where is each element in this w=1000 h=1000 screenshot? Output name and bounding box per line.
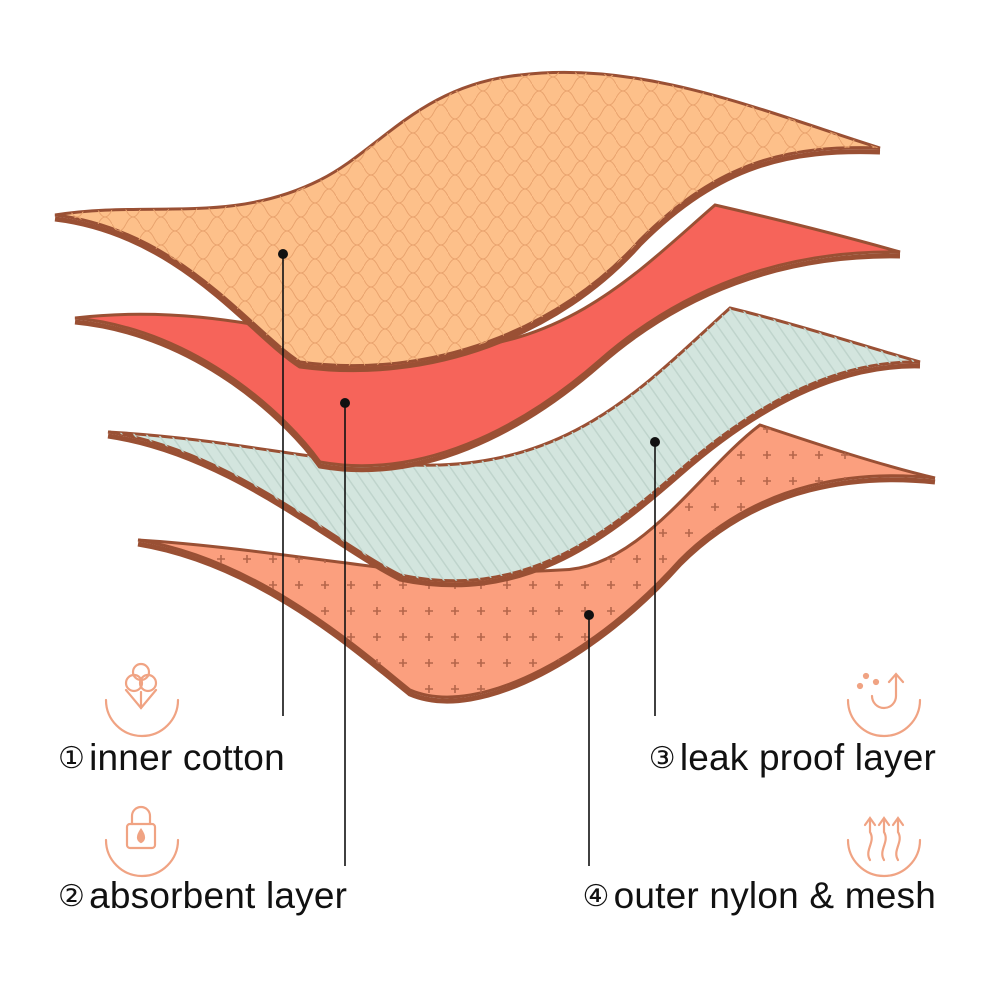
- leak-proof-layer: [107, 306, 921, 588]
- label-marker: ②: [58, 880, 86, 913]
- cotton-flower-icon: [104, 662, 180, 738]
- label-marker: ④: [582, 880, 610, 913]
- breathable-airflow-icon: [846, 816, 922, 878]
- label-marker: ①: [58, 742, 86, 775]
- label-text: inner cotton: [89, 737, 285, 778]
- label-text: outer nylon & mesh: [613, 875, 936, 916]
- pointer-leak-proof: [650, 437, 660, 716]
- label-text: absorbent layer: [89, 875, 348, 916]
- pointer-inner-cotton: [278, 249, 288, 716]
- label-text: leak proof layer: [679, 737, 936, 778]
- lock-droplet-icon: [104, 805, 180, 878]
- moisture-wicking-icon: [846, 672, 922, 738]
- label-marker: ③: [648, 742, 676, 775]
- pointer-outer-mesh: [584, 610, 594, 866]
- inner-cotton-layer: [54, 70, 881, 373]
- pointer-absorbent: [340, 398, 350, 866]
